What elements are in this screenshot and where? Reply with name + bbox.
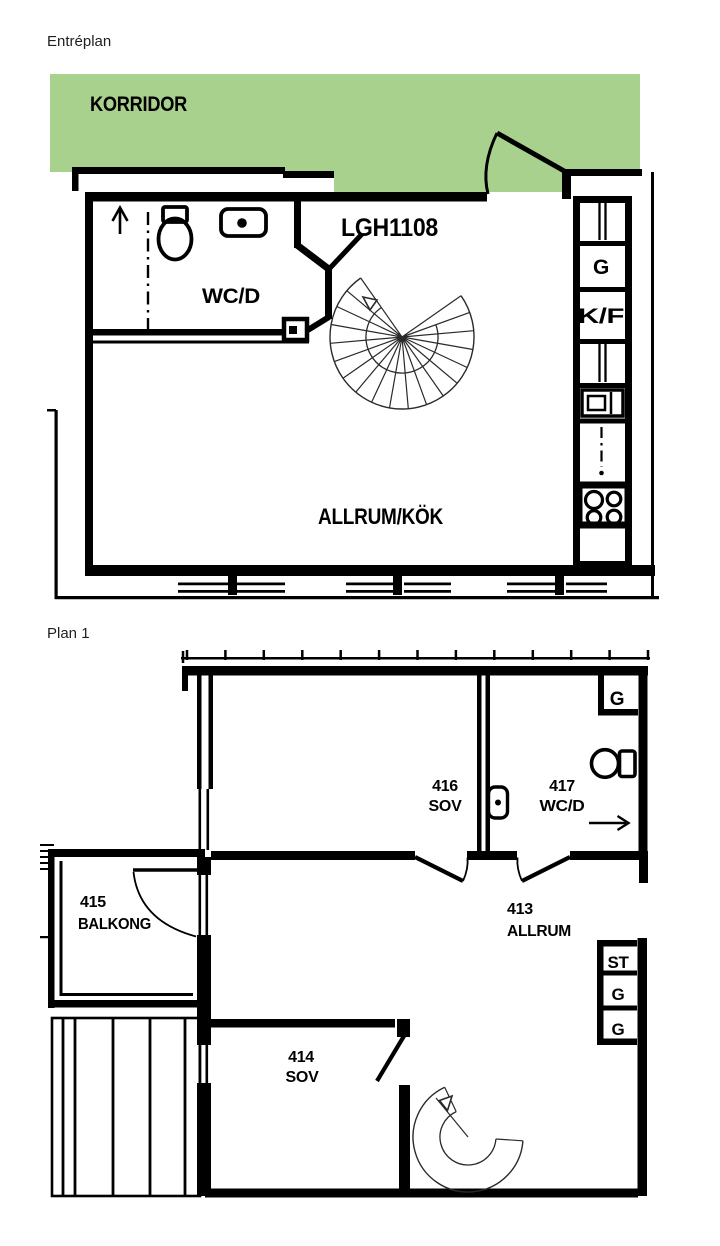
cabinet-dividers (598, 203, 607, 382)
toilet-icon (156, 205, 194, 262)
fridge-freezer-label: K/F (578, 305, 625, 328)
wc-angled-walls (294, 242, 333, 273)
kitchen-column-outline (573, 196, 632, 568)
entry-door (484, 130, 568, 195)
korridor-band-lower (334, 172, 568, 192)
kitchen-column: G K/F (573, 196, 632, 568)
deck-area (50, 1016, 202, 1198)
room-416-name: SOV (429, 798, 463, 815)
closet-g-label: G (593, 256, 609, 279)
room-416-number: 416 (432, 778, 458, 795)
north-arrow-icon (111, 204, 129, 234)
toilet-icon-plan1 (589, 747, 637, 780)
balcony-hatch (40, 844, 54, 870)
entry-door-leaf (495, 130, 568, 175)
entry-door-swing-arc (484, 132, 499, 195)
korridor-band (50, 74, 640, 172)
door-417 (516, 855, 571, 883)
door-414-leaf (375, 1034, 406, 1083)
terrace-rail-ticks (181, 650, 650, 663)
apartment-id-label: LGH1108 (341, 214, 438, 242)
korridor-area (50, 74, 640, 192)
korridor-label: KORRIDOR (90, 93, 187, 116)
sink-icon (219, 207, 268, 238)
sink-icon-plan1 (486, 785, 510, 820)
entry-arrow-icon (589, 814, 631, 832)
closet-g-top-label: G (610, 689, 624, 710)
spiral-stair-lower-icon (412, 1086, 524, 1193)
stair-direction-arrow (361, 295, 379, 312)
stair-direction-arrow-lower (438, 1094, 454, 1113)
room-413-number: 413 (507, 901, 533, 918)
closet-st-label: ST (607, 953, 629, 972)
closet-g1-label: G (612, 985, 625, 1004)
plan1-title: Plan 1 (47, 625, 90, 642)
counter-dot (599, 470, 604, 476)
room-414-number: 414 (288, 1049, 314, 1066)
closet-g2-label: G (612, 1020, 625, 1039)
room-415-name: BALKONG (78, 916, 151, 933)
room-415-number: 415 (80, 894, 106, 911)
stove-icon (578, 484, 629, 526)
room-414-name: SOV (286, 1069, 320, 1086)
allrum-kok-label: ALLRUM/KÖK (318, 504, 443, 529)
kitchen-dividers (573, 241, 630, 529)
oven-icon (580, 388, 625, 418)
wc-label: WC/D (202, 285, 260, 308)
wc-door-stop-inner (289, 326, 297, 334)
spiral-stair-icon (329, 277, 475, 410)
balcony-door (132, 868, 197, 938)
room-413-name: ALLRUM (507, 923, 571, 940)
room-417-number: 417 (549, 778, 575, 795)
wc-door-leaf (328, 232, 364, 270)
door-416 (414, 855, 469, 883)
entreplan-title: Entréplan (47, 33, 111, 50)
room-417-name: WC/D (540, 798, 585, 815)
